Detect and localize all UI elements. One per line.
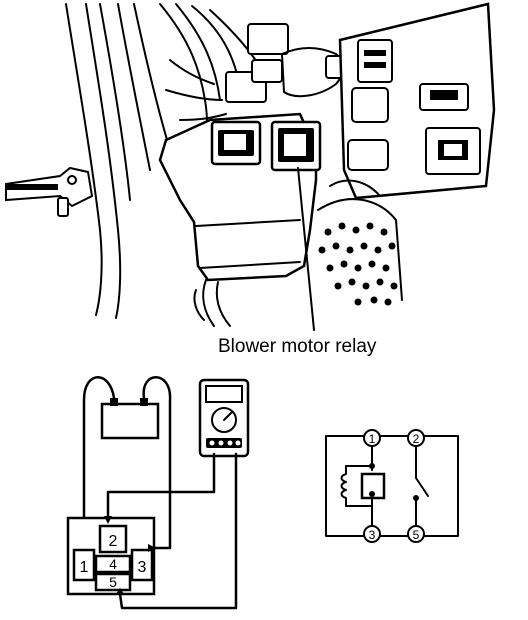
svg-text:5: 5 xyxy=(413,528,420,542)
blower-motor-relay-caption: Blower motor relay xyxy=(218,336,377,357)
socket-pin-1: 1 xyxy=(80,559,89,576)
battery-leads xyxy=(82,376,172,550)
meter-leads xyxy=(106,452,238,610)
top-connectors xyxy=(225,23,345,103)
svg-text:3: 3 xyxy=(369,528,376,542)
schematic-terminal-1: 1 xyxy=(363,429,381,447)
svg-text:2: 2 xyxy=(413,432,420,446)
socket-pin-3: 3 xyxy=(138,559,147,576)
relay-schematic: 1 2 3 5 xyxy=(325,429,459,543)
relay-socket: 2 4 5 1 3 xyxy=(66,516,156,596)
schematic-terminal-5: 5 xyxy=(407,525,425,543)
other-relay xyxy=(210,120,262,166)
loose-wires xyxy=(193,279,231,327)
battery xyxy=(100,398,160,440)
junction-block xyxy=(338,2,496,200)
dash-pillar xyxy=(65,3,171,319)
schematic-terminal-2: 2 xyxy=(407,429,425,447)
socket-pin-5: 5 xyxy=(109,574,117,590)
socket-pin-4: 4 xyxy=(109,556,117,572)
leader-line xyxy=(297,167,315,331)
hood-release-lever xyxy=(5,166,94,217)
schematic-terminal-3: 3 xyxy=(363,525,381,543)
svg-text:1: 1 xyxy=(369,432,376,446)
heater-unit xyxy=(317,179,403,306)
relay-test-setup: 2 4 5 1 3 xyxy=(66,376,250,610)
blower-motor-relay xyxy=(270,120,322,172)
multimeter xyxy=(198,378,250,458)
under-dash-illustration xyxy=(5,2,496,331)
socket-pin-2: 2 xyxy=(109,533,118,550)
